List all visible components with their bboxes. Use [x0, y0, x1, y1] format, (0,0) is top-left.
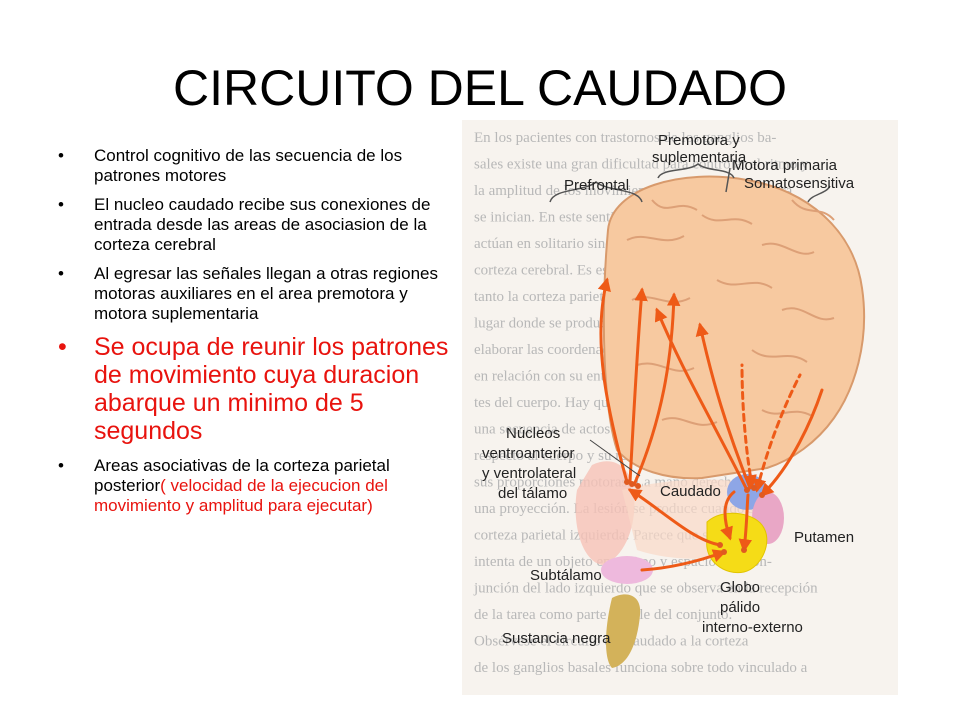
bullet-text: Areas asociativas de la corteza parietal…	[94, 456, 390, 495]
bullet-item: • Al egresar las señales llegan a otras r…	[58, 264, 458, 324]
label-suplementaria: suplementaria	[652, 149, 747, 166]
bullet-dot: •	[58, 195, 64, 214]
bullet-list: • Control cognitivo de las secuencia de l…	[58, 146, 458, 525]
bullet-text: Se ocupa de reunir los patrones de movim…	[94, 333, 449, 445]
bullet-text: El nucleo caudado recibe sus conexiones …	[94, 195, 431, 254]
background-text-line: En los pacientes con trastornos de los g…	[474, 130, 776, 146]
label-interno-externo: interno-externo	[702, 619, 803, 636]
label-ventroanterior: ventroanterior	[482, 445, 575, 462]
label-talamo: del tálamo	[498, 485, 567, 502]
label-somatosensitiva: Somatosensitiva	[744, 175, 855, 192]
bullet-dot: •	[58, 264, 64, 283]
label-nucleos: Núcleos	[506, 425, 560, 442]
bullet-dot: •	[58, 146, 64, 165]
bullet-item: • Control cognitivo de las secuencia de l…	[58, 146, 458, 186]
label-sustancia-negra: Sustancia negra	[502, 630, 611, 647]
substantia-nigra-shape	[606, 594, 641, 668]
label-ventrolateral: y ventrolateral	[482, 465, 576, 482]
background-text-line: junción del lado izquierdo que se observ…	[473, 581, 818, 597]
label-caudado: Caudado	[660, 483, 721, 500]
bullet-text: Control cognitivo de las secuencia de lo…	[94, 146, 403, 185]
cortex-gyri	[626, 199, 835, 426]
circuit-arrows	[597, 277, 824, 572]
bullet-item: • El nucleo caudado recibe sus conexiones…	[58, 195, 458, 255]
bullet-dot: •	[58, 456, 64, 475]
bullet-item: • Areas asociativas de la corteza parieta…	[58, 456, 458, 516]
prefrontal-bracket	[549, 181, 643, 203]
label-globo: Globo	[720, 579, 760, 596]
label-motora-primaria: Motora primaria	[732, 157, 838, 174]
connection-dots	[624, 479, 765, 555]
thalamus-leader-line	[589, 439, 641, 477]
label-putamen: Putamen	[794, 529, 854, 546]
background-text-line: sales existe una gran dificultad para co…	[474, 157, 809, 173]
bullet-text: Al egresar las señales llegan a otras re…	[94, 264, 438, 323]
background-text-line: de la tarea como parte visible del conju…	[474, 607, 732, 623]
caudate-circuit-figure: En los pacientes con trastornos de los g…	[462, 120, 898, 695]
motor-bracket	[725, 167, 731, 193]
label-subtalamo: Subtálamo	[530, 567, 602, 584]
bullet-item-highlight: • Se ocupa de reunir los patrones de movi…	[58, 333, 458, 445]
slide-title: CIRCUITO DEL CAUDADO	[173, 60, 787, 116]
subthalamus-shape	[601, 556, 653, 584]
background-text-line: de los ganglios basales funciona sobre t…	[474, 660, 808, 676]
bullet-dot: •	[58, 333, 67, 361]
premotor-bracket	[657, 163, 735, 179]
bullet-text-red: ( velocidad de la ejecucion del movimien…	[94, 476, 388, 515]
label-prefrontal: Prefrontal	[564, 177, 629, 194]
label-premotora: Premotora y	[658, 132, 740, 149]
label-palido: pálido	[720, 599, 760, 616]
thalamus-shape	[575, 461, 635, 565]
somatosensory-bracket	[807, 185, 831, 203]
